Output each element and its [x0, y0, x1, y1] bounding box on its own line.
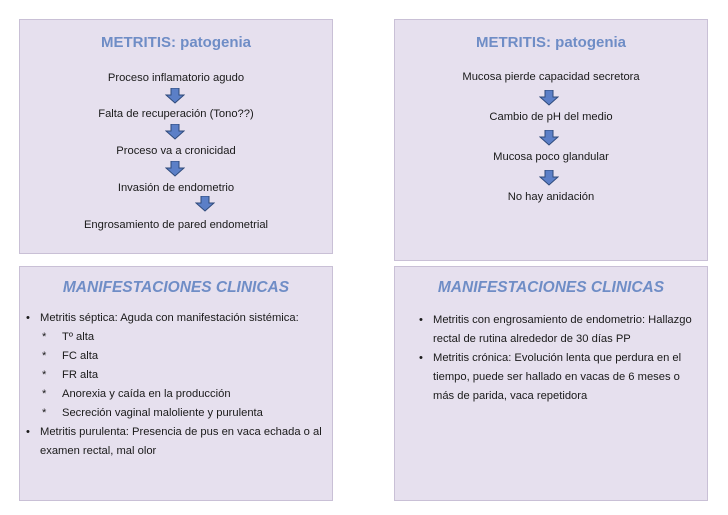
slide-metritis-patogenia-1: METRITIS: patogenia Proceso inflamatorio…	[19, 19, 333, 254]
bullet-metritis-cronica: • Metritis crónica: Evolución lenta que …	[419, 349, 693, 406]
step-2: Cambio de pH del medio	[489, 111, 613, 123]
bullet-list: • Metritis séptica: Aguda con manifestac…	[26, 309, 322, 461]
bullet-icon: •	[26, 312, 30, 324]
sub-item: * Anorexia y caída en la producción	[26, 385, 322, 404]
step-4: Invasión de endometrio	[117, 182, 235, 194]
slide-metritis-patogenia-2: METRITIS: patogenia Mucosa pierde capaci…	[394, 19, 708, 261]
step-1: Proceso inflamatorio agudo	[107, 72, 245, 84]
bullet-text: Metritis purulenta: Presencia de pus en …	[40, 426, 322, 457]
down-arrow-icon	[165, 124, 185, 140]
step-4: No hay anidación	[507, 191, 595, 203]
bullet-metritis-purulenta: • Metritis purulenta: Presencia de pus e…	[26, 423, 322, 461]
bullet-icon: •	[419, 352, 423, 364]
slide-title: METRITIS: patogenia	[101, 34, 251, 51]
sub-item-text: Tº alta	[62, 331, 95, 343]
step-5: Engrosamiento de pared endometrial	[83, 219, 269, 231]
down-arrow-icon	[539, 90, 559, 106]
down-arrow-icon	[165, 88, 185, 104]
down-arrow-icon	[195, 196, 215, 212]
slide-title: MANIFESTACIONES CLINICAS	[62, 279, 290, 296]
asterisk-icon: *	[42, 369, 47, 381]
sub-item-text: FR alta	[62, 369, 99, 381]
bullet-icon: •	[26, 426, 30, 438]
step-2: Falta de recuperación (Tono??)	[98, 108, 254, 120]
down-arrow-icon	[539, 170, 559, 186]
sub-item-text: FC alta	[62, 350, 99, 362]
asterisk-icon: *	[42, 388, 47, 400]
sub-item: * FR alta	[26, 366, 322, 385]
asterisk-icon: *	[42, 407, 47, 419]
slide-manifestaciones-clinicas-2: MANIFESTACIONES CLINICAS • Metritis con …	[394, 266, 708, 501]
step-3: Mucosa poco glandular	[493, 151, 609, 163]
bullet-text: Metritis séptica: Aguda con manifestació…	[40, 312, 299, 324]
sub-item: * Tº alta	[26, 328, 322, 347]
sub-item-text: Secreción vaginal maloliente y purulenta	[62, 407, 263, 419]
sub-item: * FC alta	[26, 347, 322, 366]
bullet-text: Metritis crónica: Evolución lenta que pe…	[433, 352, 682, 402]
bullet-list: • Metritis con engrosamiento de endometr…	[419, 311, 693, 406]
down-arrow-icon	[539, 130, 559, 146]
bullet-icon: •	[419, 314, 423, 326]
down-arrow-icon	[165, 161, 185, 177]
asterisk-icon: *	[42, 331, 47, 343]
slide-manifestaciones-clinicas-1: MANIFESTACIONES CLINICAS • Metritis sépt…	[19, 266, 333, 501]
sub-item: * Secreción vaginal maloliente y purulent…	[26, 404, 322, 423]
slide-title: METRITIS: patogenia	[476, 34, 626, 51]
step-3: Proceso va a cronicidad	[116, 145, 236, 157]
bullet-text: Metritis con engrosamiento de endometrio…	[433, 314, 692, 345]
bullet-metritis-septica: • Metritis séptica: Aguda con manifestac…	[26, 309, 322, 328]
asterisk-icon: *	[42, 350, 47, 362]
bullet-engrosamiento: • Metritis con engrosamiento de endometr…	[419, 311, 693, 349]
sub-item-text: Anorexia y caída en la producción	[62, 388, 231, 400]
step-1: Mucosa pierde capacidad secretora	[462, 71, 640, 83]
slide-title: MANIFESTACIONES CLINICAS	[437, 279, 665, 296]
